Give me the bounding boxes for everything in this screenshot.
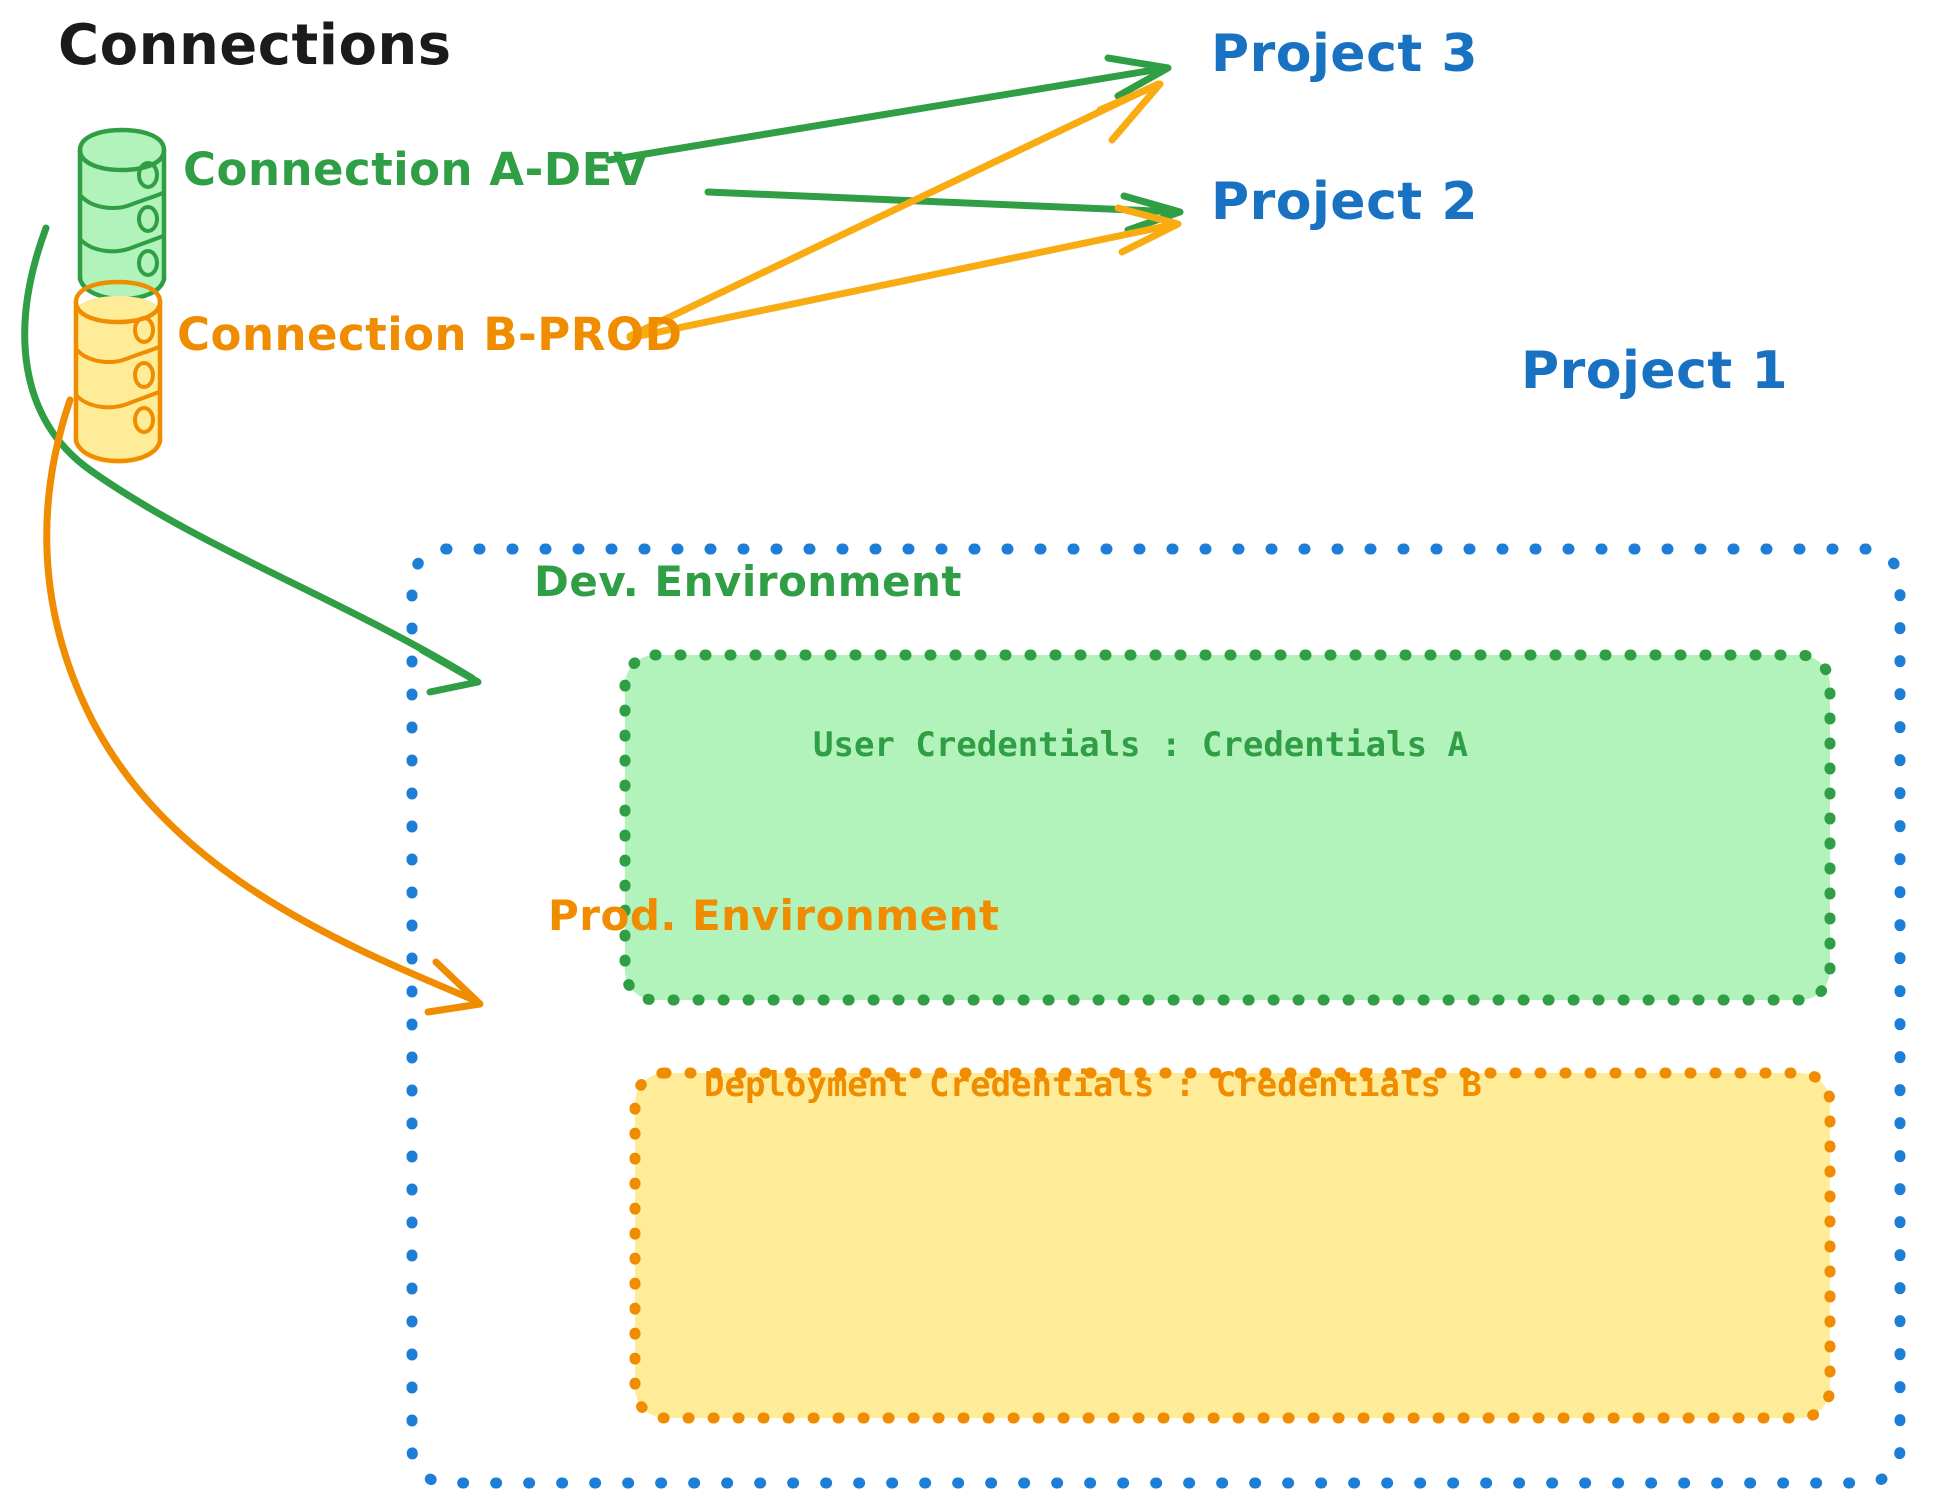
edge-a-dev-to-project-2-arrowhead [1120,192,1184,234]
dev-environment-fill [625,655,1830,1000]
db-b-bottom [73,438,163,464]
connection-b-prod-label[interactable]: Connection B-PROD [177,308,683,361]
project-3-label[interactable]: Project 3 [1211,24,1479,84]
edge-a-dev-to-project-3 [605,54,1172,164]
edge-a-dev-to-dev-environment-arrowhead [418,646,482,696]
db-a-divider-1 [79,191,165,210]
edge-b-prod-to-project-3-line [626,80,1162,340]
db-b-divider-2 [75,390,161,410]
edge-b-prod-to-prod-environment-line [43,396,478,1004]
connection-a-dev-label[interactable]: Connection A-DEV [183,143,649,196]
edge-b-prod-to-project-3 [626,80,1164,340]
edge-b-prod-to-prod-environment [43,396,484,1016]
db-b-led-3 [133,406,155,434]
db-b-led-2 [133,361,155,389]
db-b-divider-1 [75,345,161,364]
project-1-container [406,543,1906,1489]
project-1-dotted-border [406,543,1906,1489]
prod-environment-title: Prod. Environment [548,891,1000,940]
connection-b-prod-database-icon[interactable] [73,279,163,464]
edge-a-dev-to-dev-environment-line [21,224,476,682]
prod-environment-credentials: Deployment Credentials : Credentials B [704,1065,1482,1105]
page-title: Connections [58,13,452,78]
dev-environment-box[interactable] [619,649,1836,1006]
db-a-led-1 [137,161,159,189]
dev-environment-dotted-border [619,649,1836,1006]
project-2-label[interactable]: Project 2 [1211,172,1479,232]
db-b-body-fill [76,311,160,464]
edge-a-dev-to-project-2 [704,188,1184,234]
db-a-led-3 [137,249,159,277]
edge-b-prod-to-project-2-line [626,220,1180,342]
project-1-label[interactable]: Project 1 [1521,341,1789,401]
connection-a-dev-database-icon[interactable] [77,127,167,302]
db-b-led-1 [133,316,155,344]
dev-environment-credentials: User Credentials : Credentials A [813,725,1469,765]
dev-environment-title: Dev. Environment [534,557,962,606]
prod-environment-box[interactable] [629,1067,1836,1424]
edge-a-dev-to-project-3-arrowhead [1104,54,1172,100]
edge-a-dev-to-dev-environment [21,224,482,696]
edge-a-dev-to-project-2-line [704,188,1182,216]
edge-b-prod-to-project-3-arrowhead [1096,80,1164,144]
db-a-led-2 [137,205,159,233]
prod-environment-fill [635,1073,1830,1418]
edge-b-prod-to-project-2 [626,204,1182,342]
db-a-top-fill [80,132,164,162]
edge-b-prod-to-project-2-arrowhead [1114,204,1182,256]
prod-environment-dotted-border [629,1067,1836,1424]
edge-a-dev-to-project-3-line [605,64,1170,164]
edge-b-prod-to-prod-environment-arrowhead [424,958,484,1016]
db-a-divider-2 [79,234,165,254]
